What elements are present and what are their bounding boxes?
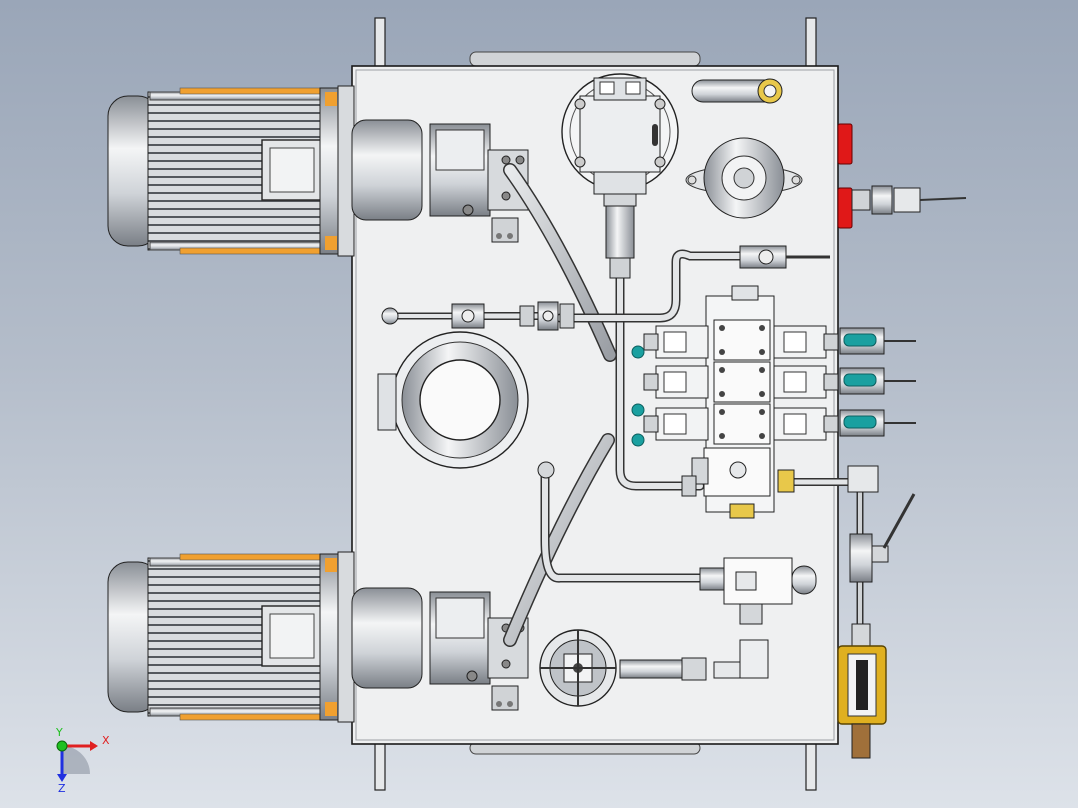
red-plugs [837,123,853,229]
teal-fittings-left [631,345,645,447]
solenoid-valve-3[interactable] [643,403,916,445]
lifting-handle[interactable] [691,78,783,104]
level-switch-top[interactable] [739,245,830,269]
mounting-brackets [374,17,817,791]
axis-label-x: X [102,734,110,747]
inspection-cover[interactable] [377,331,555,479]
solenoid-valve-2[interactable] [643,361,916,403]
electric-motor-bottom[interactable] [107,551,423,723]
pipe-network [391,163,864,734]
axis-label-y: Y [55,726,63,739]
hydraulic-pump-top[interactable] [429,123,529,243]
air-breather[interactable] [685,137,803,219]
relief-valve-block[interactable] [681,447,879,519]
coordinate-triad: X Y Z [55,726,110,795]
level-gauge-yellow[interactable] [837,623,887,759]
suction-valve-bottom[interactable] [539,603,769,707]
ball-valve-right[interactable] [849,493,916,583]
axis-label-z: Z [58,782,66,795]
pressure-sensor-right[interactable] [851,185,967,215]
gauge-line-fittings[interactable] [381,301,575,331]
solenoid-valve-1[interactable] [643,319,916,361]
return-filter[interactable] [561,73,679,279]
electric-motor-top[interactable] [107,85,423,257]
